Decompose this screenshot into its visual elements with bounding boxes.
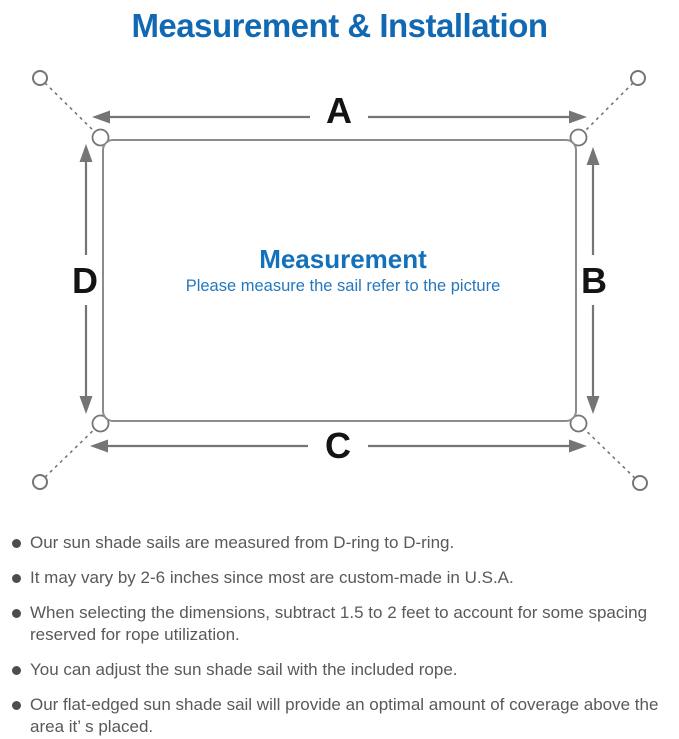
rope-dashed-line-top-left <box>39 77 105 142</box>
d-ring-bottom-right-icon <box>569 414 588 433</box>
sail-rectangle <box>102 139 577 422</box>
bullet-icon <box>12 609 21 618</box>
d-ring-bottom-left-icon <box>91 414 110 433</box>
rope-dashed-line-bottom-right <box>574 419 641 484</box>
anchor-point-bottom-left-icon <box>32 474 48 490</box>
rope-dashed-line-bottom-left <box>39 419 105 483</box>
note-item-2: It may vary by 2-6 inches since most are… <box>12 567 673 589</box>
diagram-center-subtitle: Please measure the sail refer to the pic… <box>186 277 501 295</box>
bullet-icon <box>12 666 21 675</box>
measurement-diagram: A B C D Measurement Please measure the s… <box>32 70 648 491</box>
note-item-4: You can adjust the sun shade sail with t… <box>12 659 673 681</box>
bullet-icon <box>12 574 21 583</box>
note-item-5: Our flat-edged sun shade sail will provi… <box>12 694 673 738</box>
arrow-c-left-head-icon <box>90 439 108 453</box>
note-item-1: Our sun shade sails are measured from D-… <box>12 532 673 554</box>
d-ring-top-left-icon <box>91 128 110 147</box>
arrow-b-up-head-icon <box>586 147 600 165</box>
dimension-label-d: D <box>72 260 98 301</box>
arrow-b-down-head-icon <box>586 396 600 414</box>
note-text-1: Our sun shade sails are measured from D-… <box>30 533 455 552</box>
bullet-icon <box>12 539 21 548</box>
notes-list: Our sun shade sails are measured from D-… <box>0 532 679 738</box>
arrow-d-up-head-icon <box>79 144 93 162</box>
note-text-3: When selecting the dimensions, subtract … <box>30 603 648 644</box>
bullet-icon <box>12 701 21 710</box>
note-text-2: It may vary by 2-6 inches since most are… <box>30 568 514 587</box>
dimension-label-a: A <box>326 90 352 131</box>
page: Measurement & Installation <box>0 6 679 739</box>
diagram-center-title: Measurement <box>259 244 427 274</box>
anchor-point-bottom-right-icon <box>632 475 648 491</box>
page-title: Measurement & Installation <box>131 7 548 44</box>
arrow-d-down-head-icon <box>79 396 93 414</box>
dimension-label-c: C <box>325 425 351 466</box>
dimension-label-b: B <box>581 260 607 301</box>
arrow-a-right-head-icon <box>569 110 587 124</box>
note-item-3: When selecting the dimensions, subtract … <box>12 602 673 646</box>
note-text-4: You can adjust the sun shade sail with t… <box>30 660 458 679</box>
arrow-c-right-head-icon <box>569 439 587 453</box>
arrow-a-left-head-icon <box>92 110 110 124</box>
note-text-5: Our flat-edged sun shade sail will provi… <box>30 695 659 736</box>
anchor-point-top-left-icon <box>32 70 48 86</box>
rope-dashed-line-top-right <box>574 77 639 142</box>
d-ring-top-right-icon <box>569 128 588 147</box>
anchor-point-top-right-icon <box>630 70 646 86</box>
